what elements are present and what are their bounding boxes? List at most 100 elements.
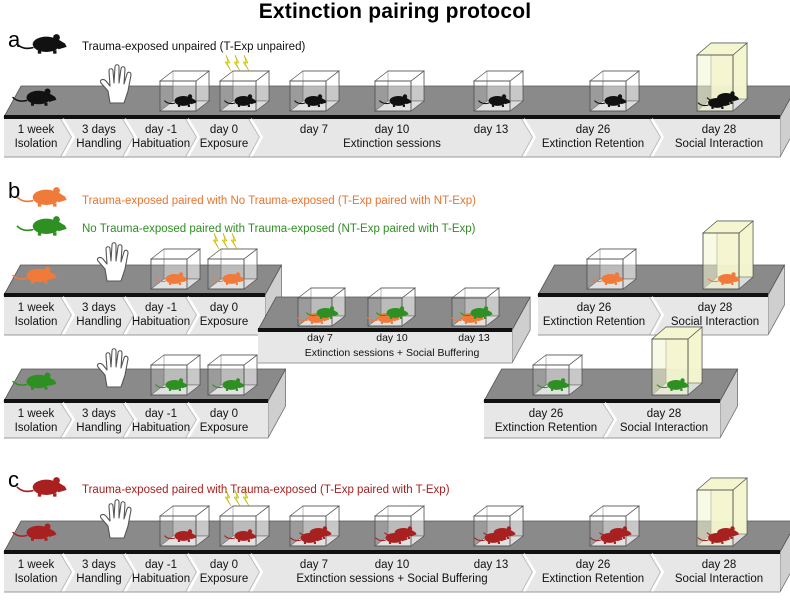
step-divider-shadow (122, 118, 135, 158)
step-phase-label: Habituation (132, 138, 190, 150)
step-divider-shadow (649, 296, 662, 336)
rat-icon (379, 94, 412, 107)
step-day-label: day 10 (375, 559, 410, 571)
step-phase-label: Habituation (132, 573, 190, 585)
step-divider-shadow (60, 296, 73, 336)
step-divider (123, 118, 138, 158)
rat-icon (537, 378, 570, 391)
handling-hand-icon (99, 499, 132, 539)
rat-icon (224, 529, 257, 542)
legend-rat-green-icon (16, 216, 67, 236)
rat-icon (155, 272, 188, 285)
step-divider (603, 402, 618, 439)
step-day-label: day 28 (698, 302, 733, 314)
step-day-label: 3 days (82, 302, 116, 314)
rat-icon (164, 94, 197, 107)
step-day-label: day 28 (702, 559, 737, 571)
step-divider-shadow (122, 402, 135, 439)
step-phase-label: Isolation (15, 138, 58, 150)
step-day-label: 1 week (18, 559, 55, 571)
rat-icon (294, 94, 327, 107)
step-divider-shadow (60, 118, 73, 158)
step-day-label: 1 week (18, 408, 55, 420)
rat-icon (224, 94, 257, 107)
step-day-label: 3 days (82, 559, 116, 571)
step-phase-label: Habituation (132, 422, 190, 434)
step-day-label: day 26 (577, 302, 612, 314)
step-phase-label: Habituation (132, 316, 190, 328)
pair-cage-icon (450, 287, 501, 327)
step-day-label: day 0 (210, 124, 238, 136)
lightning-icon (224, 489, 232, 507)
rat-icon (306, 306, 339, 319)
step-phase-label: Social Interaction (675, 573, 763, 585)
rat-icon (212, 272, 245, 285)
step-phase-label: Extinction Retention (542, 573, 644, 585)
lightning-icon (233, 489, 241, 507)
step-day-label: day 28 (647, 408, 682, 420)
step-divider (186, 296, 201, 336)
step-divider-shadow (185, 296, 198, 336)
legend-a-text: Trauma-exposed unpaired (T-Exp unpaired) (82, 41, 306, 53)
step-phase-label: Exposure (200, 316, 249, 328)
legend-rat-black-icon (16, 34, 67, 54)
legend-rat-red-icon (16, 477, 67, 497)
lightning-icon (242, 489, 250, 507)
cage-icon (149, 248, 202, 290)
step-day-label: day 28 (702, 124, 737, 136)
step-divider (249, 553, 264, 593)
step-phase-label: Handling (76, 573, 121, 585)
step-divider (61, 553, 76, 593)
step-day-label: day -1 (145, 408, 177, 420)
step-phase-label: Exposure (200, 138, 249, 150)
step-day-label: day 10 (376, 332, 408, 344)
step-phase-label: Social Interaction (671, 316, 759, 328)
step-day-label: 1 week (18, 302, 55, 314)
step-phase-label: Isolation (15, 422, 58, 434)
step-divider (249, 118, 264, 158)
panel-a-row-platform (3, 85, 790, 158)
rat-icon (656, 378, 690, 391)
step-divider (522, 553, 537, 593)
step-divider-shadow (602, 402, 615, 439)
step-day-label: day -1 (145, 124, 177, 136)
rat-icon (460, 306, 493, 319)
step-divider-shadow (521, 553, 534, 593)
step-divider-shadow (185, 118, 198, 158)
step-day-label: day -1 (145, 559, 177, 571)
step-day-label: day 26 (576, 559, 611, 571)
step-day-label: day 0 (210, 559, 238, 571)
step-divider (61, 118, 76, 158)
isolation-rat-icon (12, 88, 57, 106)
panel-label-c: c (8, 467, 19, 492)
step-day-label: day 13 (474, 124, 509, 136)
step-day-label: day 7 (307, 332, 333, 344)
isolation-rat-icon (12, 523, 57, 541)
step-phase-label: Handling (76, 316, 121, 328)
rat-icon (212, 378, 245, 391)
step-phase-label: Extinction sessions + Social Buffering (305, 347, 480, 359)
step-day-label: 1 week (18, 124, 55, 136)
panel-label-a: a (8, 27, 21, 52)
step-day-label: day 0 (210, 302, 238, 314)
rat-icon (706, 91, 740, 104)
handling-hand-icon (99, 64, 132, 104)
isolation-rat-icon (12, 372, 57, 390)
step-divider (61, 402, 76, 439)
step-divider-shadow (248, 118, 261, 158)
handling-hand-icon (96, 348, 129, 388)
lightning-icon (224, 54, 232, 72)
pair-cage-icon (366, 287, 417, 327)
step-divider-shadow (649, 118, 662, 158)
rat-icon (591, 272, 624, 285)
step-divider (186, 553, 201, 593)
step-phase-label: Handling (76, 138, 121, 150)
figure-title: Extinction pairing protocol (258, 0, 532, 23)
step-phase-label: Extinction Retention (495, 422, 597, 434)
rat-icon (707, 272, 741, 285)
step-day-label: day 26 (529, 408, 564, 420)
